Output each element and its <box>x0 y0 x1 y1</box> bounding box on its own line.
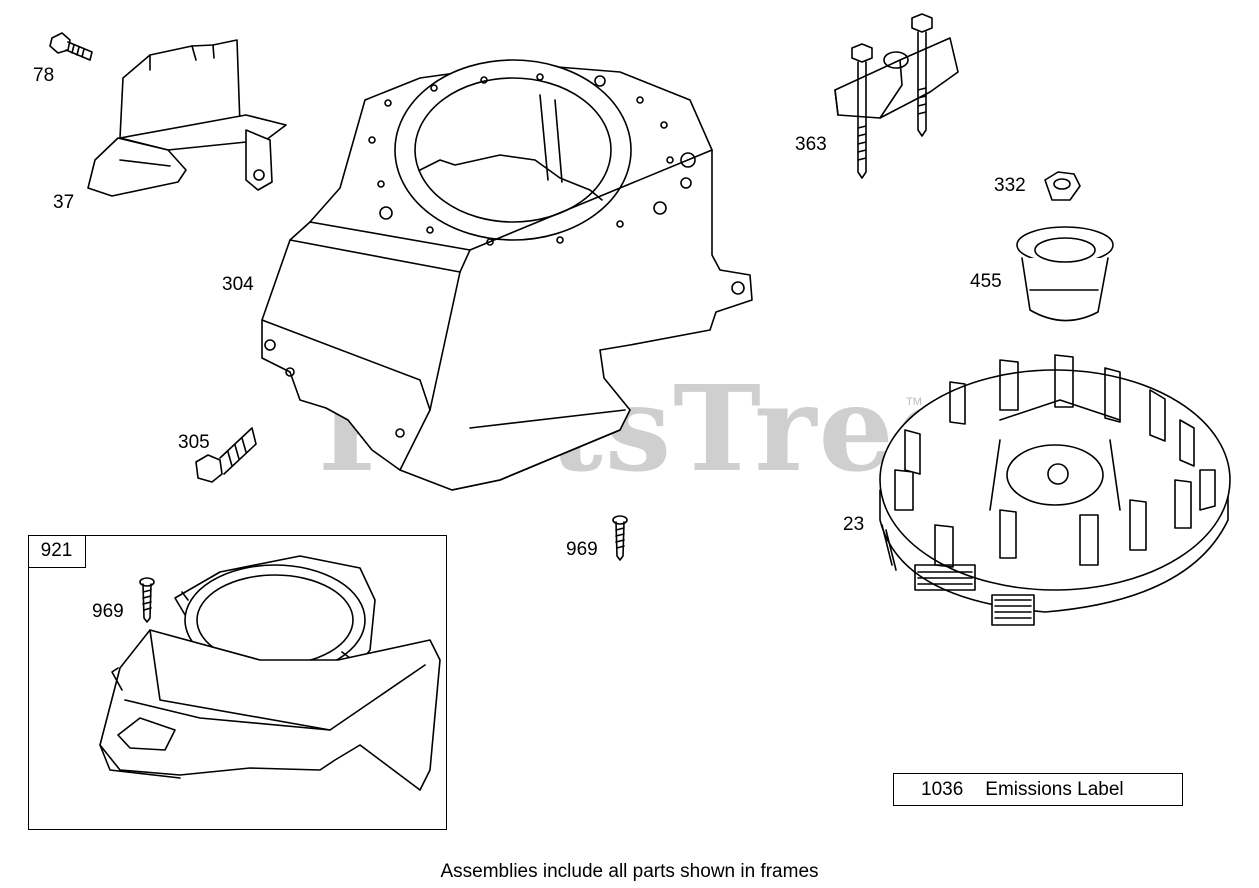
housing-cover-921-icon <box>99 555 441 791</box>
flywheel-nut-455-icon <box>1016 226 1114 322</box>
bolt-305-icon <box>195 427 257 483</box>
callout-455: 455 <box>970 271 1002 292</box>
blower-housing-304-icon <box>261 59 753 491</box>
callout-304: 304 <box>222 274 254 295</box>
shield-37-icon <box>87 39 287 197</box>
emissions-label-text: Emissions Label <box>985 778 1124 800</box>
screw-969-icon <box>612 515 628 561</box>
callout-37: 37 <box>53 192 75 213</box>
emissions-part-number: 1036 <box>921 778 964 800</box>
callout-23: 23 <box>843 514 865 535</box>
screw-969-frame-icon <box>139 577 155 623</box>
footer-caption: Assemblies include all parts shown in fr… <box>440 861 819 882</box>
watermark-tm: TM <box>906 396 922 408</box>
nut-332-icon <box>1044 171 1081 201</box>
bolt-78-icon <box>49 32 93 61</box>
callout-332: 332 <box>994 175 1026 196</box>
callout-78: 78 <box>33 65 55 86</box>
assembly-frame <box>28 535 447 830</box>
callout-969-center: 969 <box>566 539 598 560</box>
callout-969-frame: 969 <box>92 601 124 622</box>
bracket-363-icon <box>834 13 959 179</box>
callout-305: 305 <box>178 432 210 453</box>
emissions-label-box: 1036 Emissions Label <box>893 773 1183 806</box>
flywheel-23-icon <box>879 354 1231 626</box>
callout-363: 363 <box>795 134 827 155</box>
frame-tag-921: 921 <box>28 535 86 568</box>
